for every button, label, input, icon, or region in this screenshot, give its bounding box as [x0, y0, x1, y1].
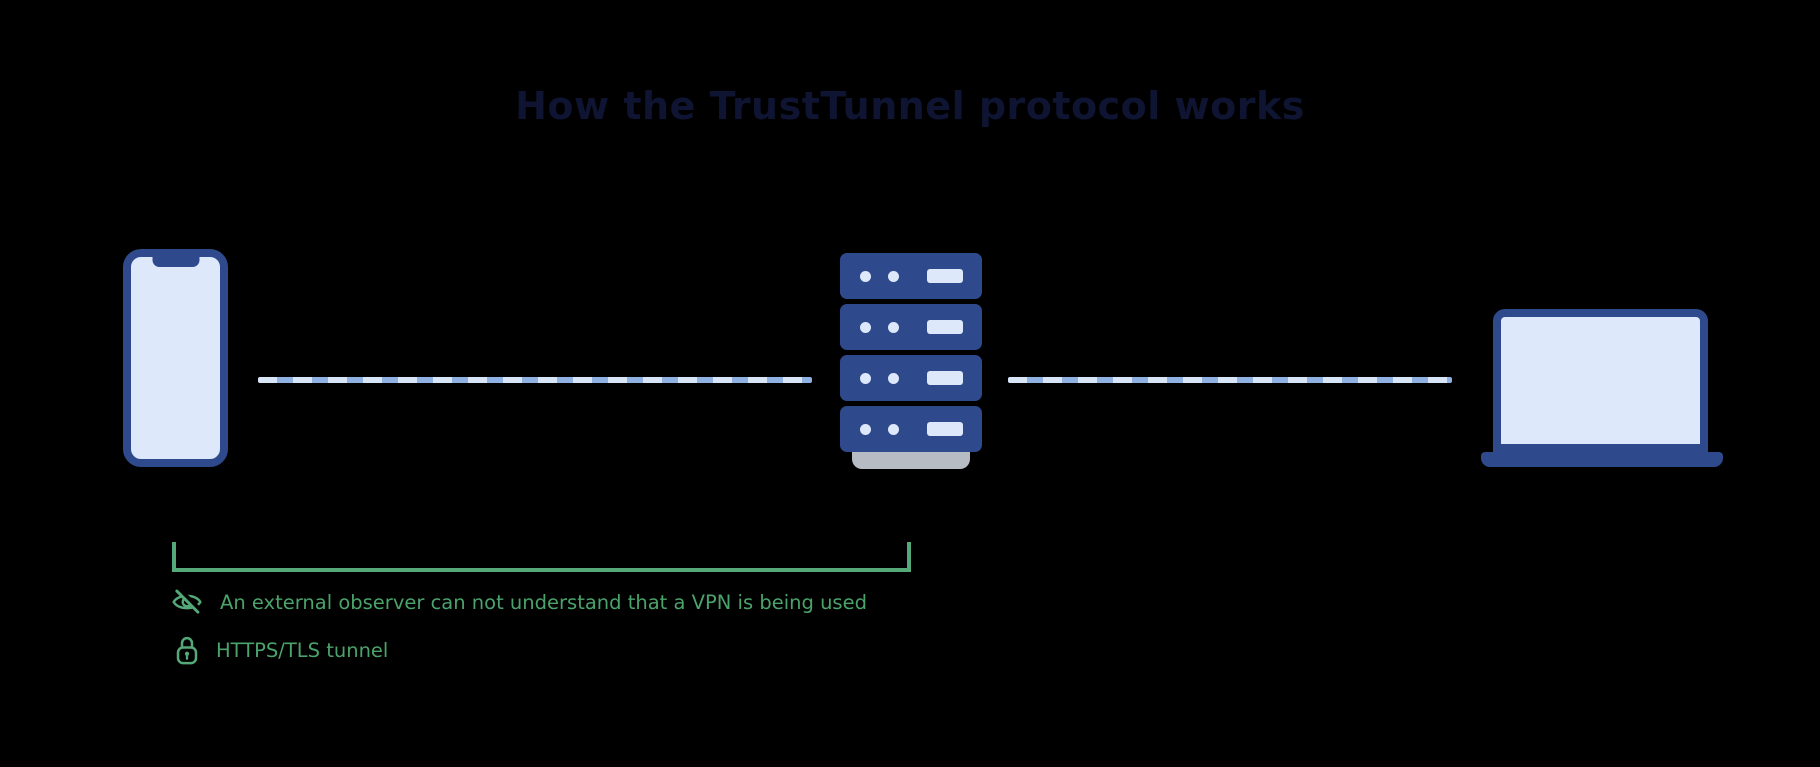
eye-off-icon — [172, 587, 203, 614]
annotation-tunnel: HTTPS/TLS tunnel — [168, 632, 388, 668]
tunnel-line-right — [1008, 377, 1452, 383]
server-led-icon — [860, 270, 871, 282]
server-led-icon — [860, 321, 871, 333]
laptop-base — [1481, 452, 1723, 467]
server-led-icon — [860, 372, 871, 384]
server-unit — [840, 253, 982, 299]
server-rack-icon — [840, 253, 982, 473]
tunnel-line-left — [258, 377, 812, 383]
server-drive-panel — [927, 422, 963, 436]
laptop-icon — [1493, 309, 1708, 452]
server-unit — [840, 304, 982, 350]
smartphone-icon — [123, 249, 228, 467]
server-led-icon — [888, 372, 899, 384]
lock-icon — [176, 636, 198, 665]
server-drive-panel — [927, 269, 963, 283]
server-led-icon — [888, 270, 899, 282]
server-drive-panel — [927, 371, 963, 385]
server-led-icon — [888, 423, 899, 435]
server-unit — [840, 406, 982, 452]
annotation-observer: An external observer can not understand … — [168, 586, 867, 618]
server-drive-panel — [927, 320, 963, 334]
page-title: How the TrustTunnel protocol works — [515, 84, 1305, 128]
server-led-icon — [860, 423, 871, 435]
tunnel-span-bracket — [172, 542, 911, 572]
annotation-observer-label: An external observer can not understand … — [220, 590, 867, 614]
server-led-icon — [888, 321, 899, 333]
server-unit — [840, 355, 982, 401]
annotation-tunnel-label: HTTPS/TLS tunnel — [216, 638, 389, 662]
smartphone-notch — [152, 256, 199, 267]
